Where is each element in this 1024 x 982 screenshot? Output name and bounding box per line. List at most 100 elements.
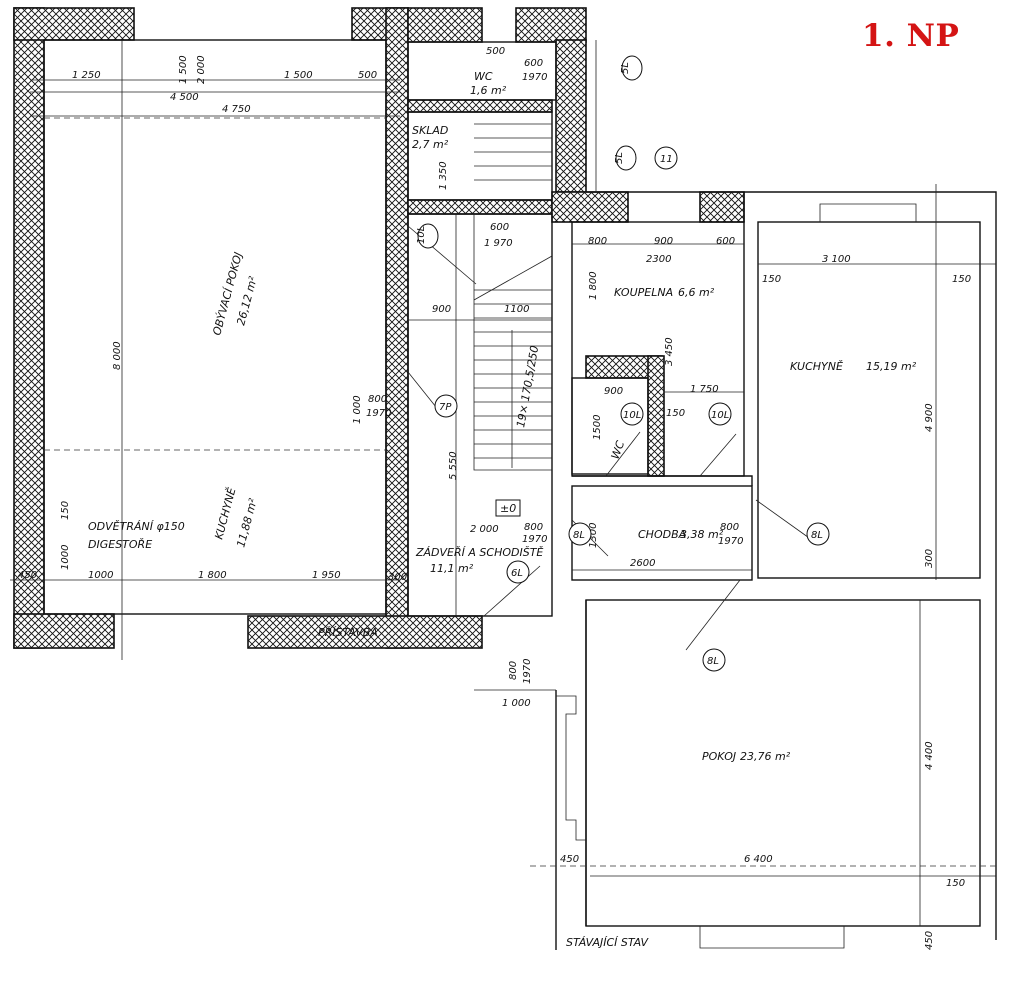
wall-top-right — [515, 7, 587, 43]
dim-text: 4 750 — [222, 104, 251, 115]
dim-text: 1 500 — [284, 70, 313, 81]
dim-text: 1 750 — [690, 384, 719, 395]
dim-text: 3 100 — [822, 254, 851, 265]
dim-text: 600 — [524, 58, 543, 69]
tag-5l-a: 5L — [620, 62, 631, 74]
area-kuchyne-left: 11,88 m² — [234, 496, 260, 548]
dim-text: 1 000 — [502, 698, 531, 709]
area-wc-top: 1,6 m² — [470, 84, 507, 97]
dim-text: 1000 — [88, 570, 113, 581]
dim-text: 1 000 — [352, 395, 363, 424]
wall-sklad-top — [407, 99, 553, 113]
dim-text: 600 — [716, 236, 735, 247]
outlines — [43, 39, 1000, 950]
label-kuchyne-left: KUCHYNĚ — [212, 486, 238, 541]
tag-circle — [434, 394, 458, 418]
dim-text: 1 250 — [72, 70, 101, 81]
wall-koupelna-top-left — [551, 191, 629, 223]
dim-text: 4 400 — [924, 741, 935, 770]
tag-circle — [568, 522, 592, 546]
dim-text: 1970 — [366, 408, 391, 419]
level-box — [495, 499, 521, 517]
dim-text: 150 — [952, 274, 971, 285]
dim-text: 900 — [654, 236, 673, 247]
label-pokoj: POKOJ — [702, 750, 736, 763]
label-odvetrani: ODVĚTRÁNÍ φ150 — [88, 520, 185, 533]
dim-text: 900 — [604, 386, 623, 397]
tag-7p: 7P — [439, 402, 452, 413]
dim-text: 1300 — [588, 523, 599, 548]
tag-8l-b: 8L — [811, 530, 823, 541]
staircase — [473, 123, 553, 471]
dim-text: 300 — [924, 549, 935, 568]
dim-text: 500 — [358, 70, 377, 81]
dimension-lines — [10, 40, 996, 926]
dim-text: 3 450 — [664, 337, 675, 366]
label-pristavba: PŘÍSTAVBA — [318, 626, 378, 639]
dim-text: 4 500 — [170, 92, 199, 103]
dim-text: 1 800 — [198, 570, 227, 581]
area-obyvaci: 26,12 m² — [234, 274, 260, 326]
label-wc-top: WC — [474, 70, 493, 83]
dim-text: 800 — [588, 236, 607, 247]
tag-circle — [506, 560, 530, 584]
dim-text: 800 — [524, 522, 543, 533]
dim-text: 150 — [60, 501, 71, 520]
label-koupelna: KOUPELNA — [614, 286, 673, 299]
dimension-texts: 1 250 1 500 2 000 1 500 500 4 500 4 750 … — [18, 46, 971, 950]
dim-text: 150 — [946, 878, 965, 889]
wall-center — [385, 7, 409, 649]
dim-text: 2300 — [646, 254, 671, 265]
wall-pristavba — [247, 615, 483, 649]
dim-text: 1 950 — [312, 570, 341, 581]
tag-circle — [806, 522, 830, 546]
dim-text: 1970 — [522, 534, 547, 545]
door-swings — [407, 225, 813, 651]
label-stavajici: STÁVAJÍCÍ STAV — [566, 936, 650, 949]
area-koupelna: 6,6 m² — [678, 286, 715, 299]
tag-11: 11 — [660, 154, 673, 165]
tag-10l-c: 10L — [711, 410, 729, 421]
dim-text: 1100 — [504, 304, 529, 315]
dim-text: 8 000 — [112, 341, 123, 370]
tag-5l-b: 5L — [614, 152, 625, 164]
label-kuchyne-right: KUCHYNĚ — [790, 360, 843, 373]
dim-text: 800 — [368, 394, 387, 405]
tag-circle — [620, 402, 644, 426]
dim-text: 800 — [508, 661, 519, 680]
dim-text: 1500 — [592, 415, 603, 440]
area-zadveri: 11,1 m² — [430, 562, 474, 575]
tag-circle — [417, 223, 439, 249]
tag-10l-b: 10L — [623, 410, 641, 421]
tag-10l-a: 10L — [416, 226, 427, 244]
label-zadveri: ZÁDVEŘÍ A SCHODIŠTĚ — [415, 546, 543, 559]
wall-sklad-bottom — [407, 199, 553, 215]
tag-circle — [708, 402, 732, 426]
walls — [13, 7, 745, 649]
wall-wc-mid-right — [647, 355, 665, 477]
dim-text: 2600 — [630, 558, 655, 569]
label-wc-mid: WC — [609, 439, 628, 461]
dim-text: 450 — [560, 854, 579, 865]
dim-text: 5 550 — [448, 451, 459, 480]
dim-text: 900 — [432, 304, 451, 315]
wall-east-upper — [555, 39, 587, 193]
dim-text: 1 970 — [484, 238, 513, 249]
dim-text: 1 800 — [588, 271, 599, 300]
area-chodba: 3,38 m² — [680, 528, 724, 541]
door-tags: 5L 5L 11 10L 7P 10L 10L 8L 8L 8L 6L — [416, 55, 830, 672]
tag-circle — [654, 146, 678, 170]
dim-text: 1970 — [718, 536, 743, 547]
label-level: ±0 — [500, 502, 516, 515]
dim-text: 1970 — [522, 659, 533, 684]
dim-text: 2 000 — [470, 524, 499, 535]
tag-circle — [615, 145, 637, 171]
dim-text: 800 — [720, 522, 739, 533]
dim-text: 450 — [924, 931, 935, 950]
dim-text: 1 500 — [178, 55, 189, 84]
dim-text: 1000 — [60, 545, 71, 570]
wall-north-left — [13, 7, 135, 41]
tag-6l: 6L — [511, 568, 523, 579]
dim-text: 150 — [666, 408, 685, 419]
